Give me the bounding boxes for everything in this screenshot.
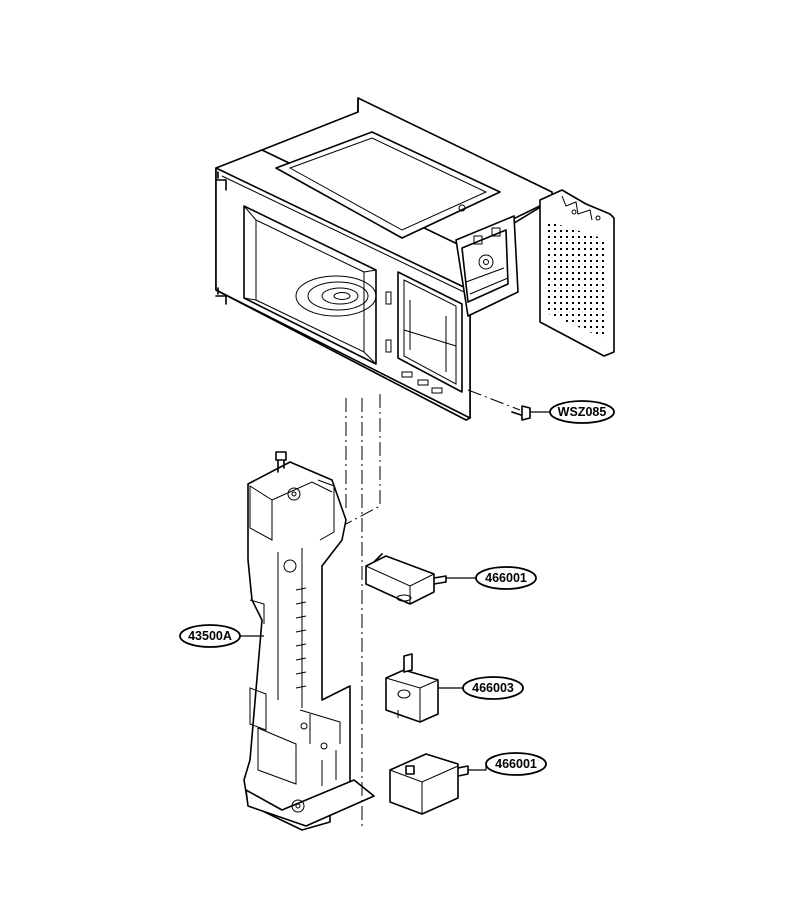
assembly-guide-lines: [345, 389, 521, 830]
callout-switch-middle-label: 466003: [472, 681, 514, 695]
callout-screw-label: WSZ085: [558, 405, 607, 419]
screw-part: [511, 405, 531, 421]
micro-switch-top: [365, 553, 447, 605]
callout-switch-top-label: 466001: [485, 571, 527, 585]
micro-switch-middle: [385, 653, 439, 723]
callout-latch-bracket: 43500A: [179, 624, 241, 648]
callout-switch-middle: 466003: [462, 676, 524, 700]
callout-switch-top: 466001: [475, 566, 537, 590]
microwave-cavity-assembly: [215, 97, 615, 421]
callout-latch-bracket-label: 43500A: [188, 629, 232, 643]
turntable-plate: [295, 275, 377, 317]
rear-motor-bracket: [455, 215, 519, 317]
callout-screw: WSZ085: [549, 400, 615, 424]
callout-switch-bottom: 466001: [485, 752, 547, 776]
door-latch-bracket: [243, 451, 375, 831]
callout-switch-bottom-label: 466001: [495, 757, 537, 771]
side-vent-panel: [539, 189, 615, 357]
micro-switch-bottom: [389, 753, 469, 815]
